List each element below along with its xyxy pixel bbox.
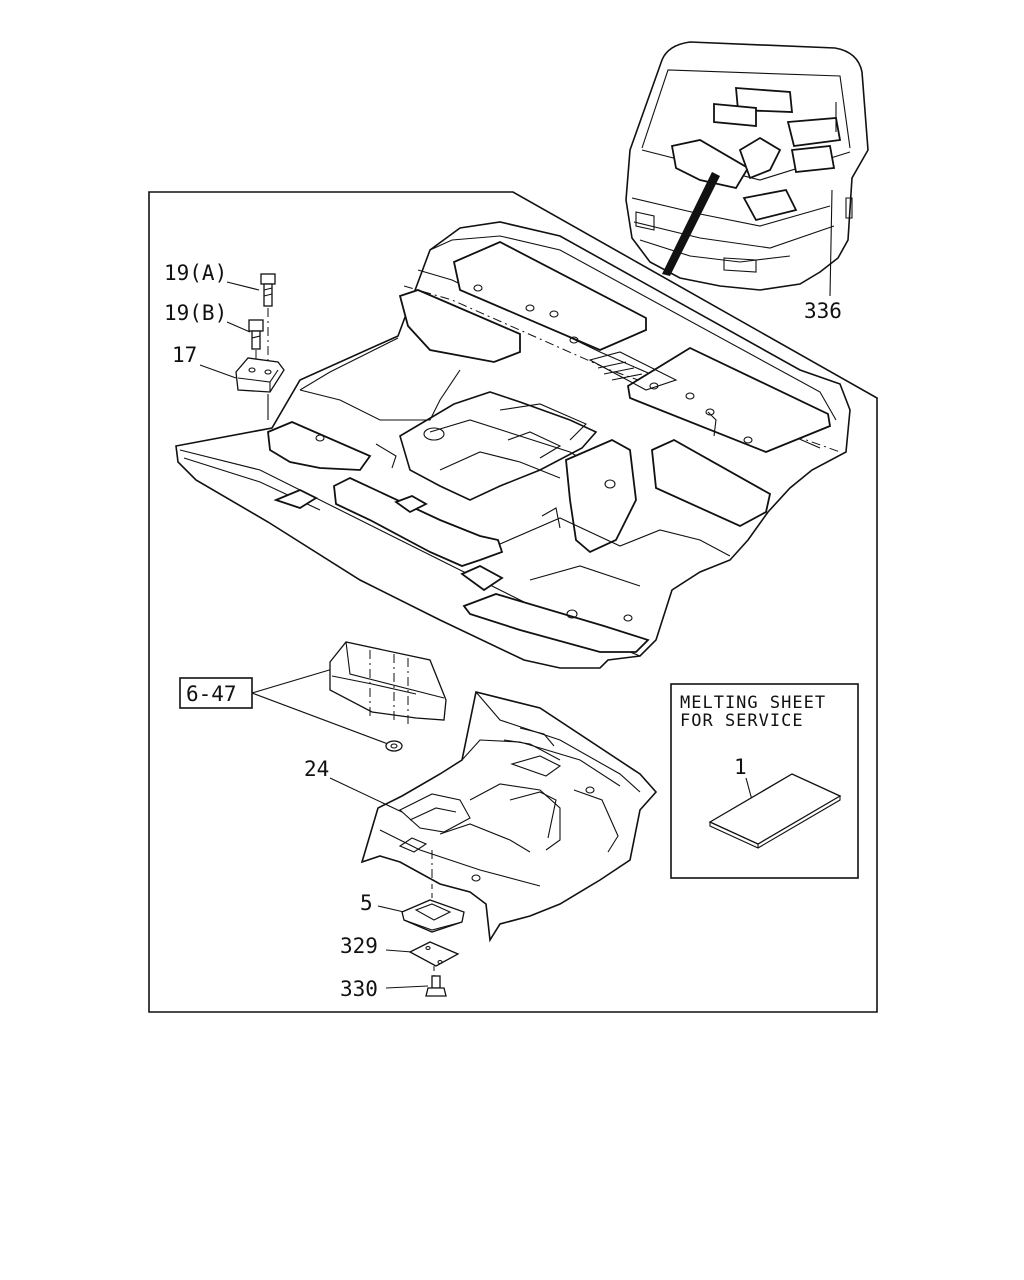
callout-5: 5 — [360, 891, 373, 915]
service-box-frame — [670, 683, 859, 879]
callout-336: 336 — [804, 299, 842, 323]
bolt-330 — [425, 975, 447, 997]
callout-329: 329 — [340, 934, 378, 958]
insulator-6-47 — [329, 641, 447, 721]
callout-1: 1 — [734, 755, 747, 779]
part-5-group: 5 — [360, 891, 465, 933]
insulator-24 — [360, 691, 658, 943]
melting-sheet-1 — [708, 773, 842, 845]
callout-6-47: 6-47 — [186, 682, 237, 706]
plate-329 — [408, 941, 460, 967]
callout-19a: 19(A) — [164, 261, 227, 285]
service-box-title-line2: FOR SERVICE — [680, 711, 804, 731]
pointer-wedge — [662, 172, 720, 276]
cab-overview: 336 — [625, 41, 869, 323]
ref-6-47-group: 6-47 — [179, 641, 447, 752]
fastener-group: 19(A) 19(B) 17 — [164, 261, 285, 420]
floor-assembly — [175, 221, 851, 669]
callout-330: 330 — [340, 977, 378, 1001]
service-box-title-line1: MELTING SHEET — [680, 693, 826, 713]
callout-17: 17 — [172, 343, 197, 367]
bolt-19a — [260, 273, 276, 307]
part-24-group: 24 — [304, 691, 658, 943]
callout-24: 24 — [304, 757, 329, 781]
part-330-group: 330 — [340, 975, 447, 1001]
part-329-group: 329 — [340, 934, 460, 982]
bracket-17 — [235, 357, 285, 393]
clip-6-47 — [385, 740, 403, 752]
service-box: MELTING SHEET FOR SERVICE 1 — [670, 683, 859, 879]
diagram-frame — [148, 191, 878, 1013]
bolt-19b — [248, 319, 264, 350]
callout-19b: 19(B) — [164, 301, 227, 325]
